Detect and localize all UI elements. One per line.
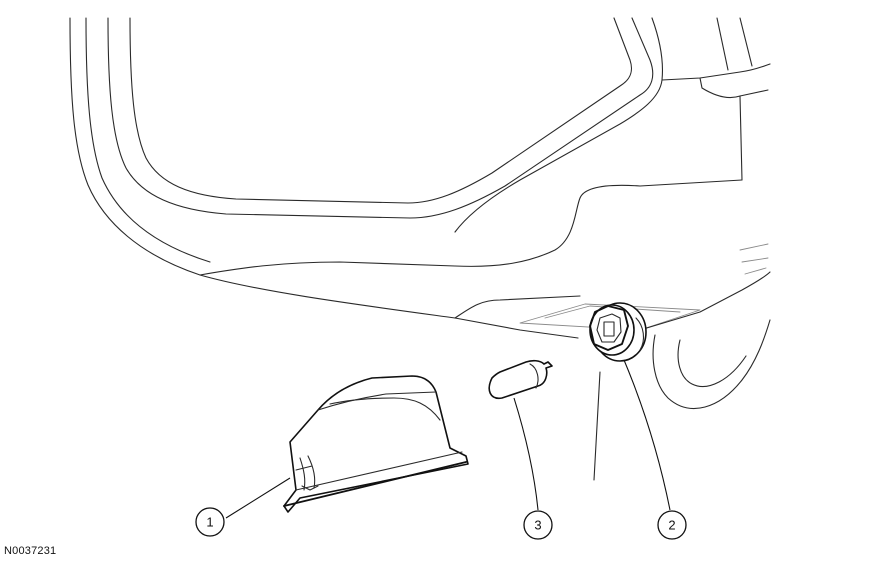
- figure-id-label: N0037231: [4, 545, 57, 557]
- callout-1-label: 1: [206, 515, 213, 530]
- leader-3: [513, 397, 539, 511]
- callout-2: 2: [657, 510, 687, 540]
- callout-3-label: 3: [534, 518, 541, 533]
- callout-1: 1: [195, 507, 225, 537]
- bulb-part: [488, 359, 553, 400]
- callout-2-label: 2: [668, 518, 675, 533]
- callout-leaders: [225, 359, 671, 519]
- leader-2: [623, 359, 671, 511]
- callout-3: 3: [523, 510, 553, 540]
- bulb-socket-part: [589, 302, 647, 362]
- leader-1: [225, 477, 291, 519]
- lamp-housing-part: [283, 375, 469, 513]
